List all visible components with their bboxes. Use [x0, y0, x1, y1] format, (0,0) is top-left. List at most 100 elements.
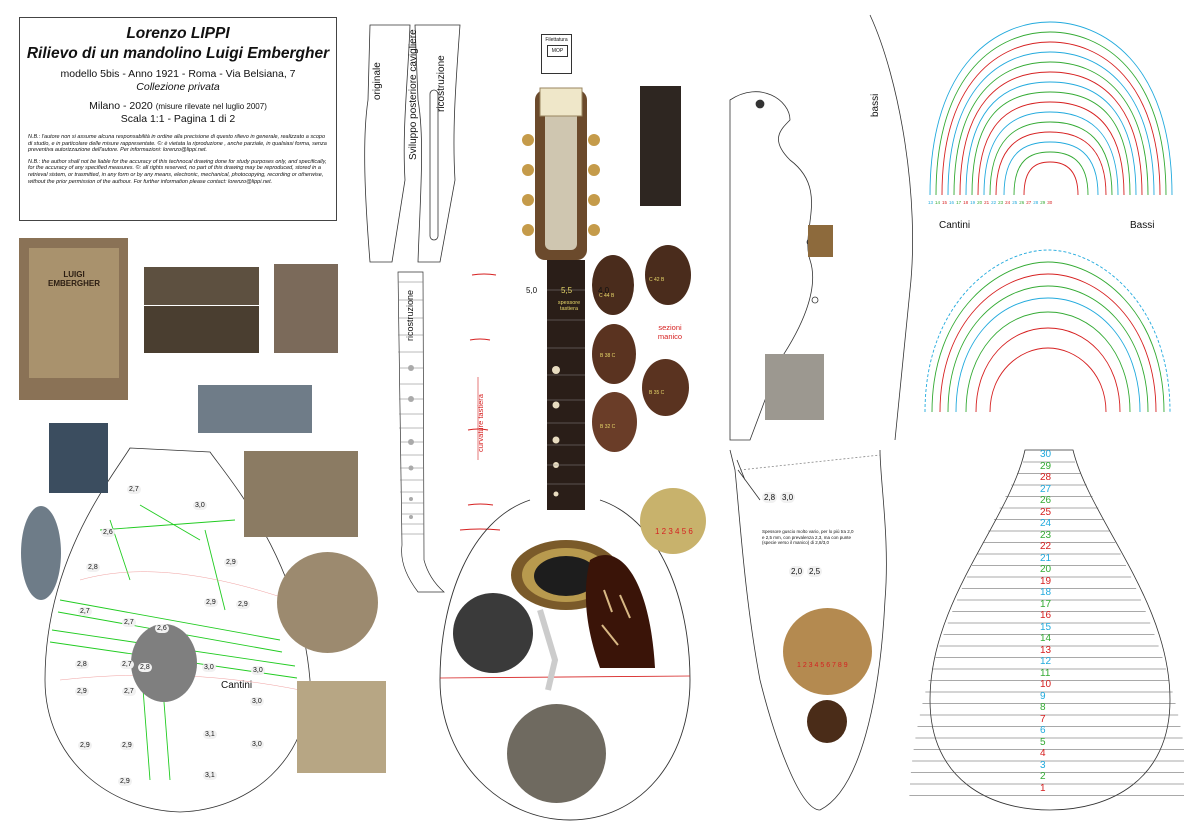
rib-number: 24 — [1040, 518, 1052, 529]
rib-number: 10 — [1040, 679, 1052, 690]
label-photo-text: LUIGI EMBERGHER — [47, 270, 100, 288]
bowl-side-profile — [729, 449, 887, 811]
label-detail-photo — [765, 354, 824, 420]
label-sezioni-manico: sezioni manico — [657, 323, 683, 341]
rib-curves-top — [929, 21, 1173, 196]
tuners-photo — [640, 86, 681, 206]
bridge-photo-bottom — [144, 306, 259, 353]
side-thickness-b: 3,0 — [780, 492, 796, 503]
title-block: Lorenzo LIPPI Rilievo di un mandolino Lu… — [19, 17, 337, 221]
thickness-value: 2,7 — [127, 485, 141, 494]
thickness-value: 2,7 — [122, 687, 136, 696]
rib-number: 22 — [1040, 541, 1052, 552]
label-ricostruzione-top: ricostruzione — [436, 55, 447, 112]
thickness-value: 2,9 — [224, 558, 238, 567]
tailpiece-photo — [274, 264, 338, 353]
interior-photo-3 — [244, 451, 358, 537]
curve-legend-item: 15 — [942, 200, 948, 205]
curve-legend-item: 27 — [1026, 200, 1032, 205]
label-ricostruzione-fret: ricostruzione — [405, 289, 415, 341]
rib-number: 28 — [1040, 472, 1052, 483]
rib-number: 30 — [1040, 449, 1052, 460]
rib-number: 1 — [1040, 782, 1046, 794]
neck-thickness-left: 5,0 — [526, 286, 538, 295]
label-spessore-tastiera: spessore tastiera — [557, 300, 581, 312]
pegbox-detail-photo — [808, 225, 833, 257]
label-sviluppo: Sviluppo posteriore cavigliere — [408, 29, 419, 160]
rib-number: 20 — [1040, 564, 1052, 575]
bowl-ribs-view — [909, 449, 1184, 811]
mop-label: MOP — [547, 45, 568, 57]
fretboard-reconstruction — [397, 271, 445, 593]
thickness-value: 2,6 — [101, 528, 115, 537]
rib-number: 29 — [1040, 460, 1052, 472]
thickness-value: 3,0 — [202, 663, 216, 672]
curve-legend-item: 13 — [928, 200, 934, 205]
thickness-value: 2,9 — [120, 741, 134, 750]
rib-number: 12 — [1040, 656, 1052, 667]
mandolin-front-neck — [511, 87, 655, 691]
thickness-value: 3,1 — [203, 771, 217, 780]
bridge-closeup-photo — [453, 593, 533, 673]
thickness-value: 2,8 — [138, 663, 152, 672]
curve-legend-item: 26 — [1019, 200, 1025, 205]
side-thickness-d: 2,5 — [807, 566, 823, 577]
label-originale: originale — [372, 62, 383, 100]
curve-legend-item: 17 — [956, 200, 962, 205]
thickness-value: 2,7 — [122, 618, 136, 627]
rib-number: 6 — [1040, 725, 1046, 736]
bridge-photo-top — [144, 267, 259, 305]
mandolin-front-outline — [439, 499, 691, 821]
side-thickness-c: 2,0 — [789, 566, 805, 577]
label-bassi-vertical: bassi — [870, 93, 881, 117]
curve-legend-item: 18 — [963, 200, 969, 205]
thickness-value: 3,0 — [250, 740, 264, 749]
pegbox-side-view — [729, 14, 914, 441]
rib-number: 14 — [1040, 633, 1052, 644]
thickness-value: 3,0 — [251, 666, 265, 675]
rib-number: 23 — [1040, 529, 1052, 541]
shell-thickness-note: Spessore guscio molto vario, per lo più … — [762, 529, 854, 545]
headstock-reconstruction-outline — [414, 24, 461, 263]
bowl-hole-photo — [807, 700, 847, 743]
collection-line: Collezione privata — [136, 81, 220, 93]
measured-note: (misure rilevate nel luglio 2007) — [155, 102, 267, 111]
bowl-ruler-photo — [783, 608, 872, 695]
rib-number: 5 — [1040, 736, 1046, 748]
curve-legend-item: 25 — [1012, 200, 1018, 205]
rib-number: 17 — [1040, 598, 1052, 610]
rib-number: 15 — [1040, 621, 1052, 633]
section-reading: C 42 B — [649, 277, 665, 283]
curve-legend-item: 22 — [991, 200, 997, 205]
label-cantini-right: Cantini — [939, 220, 971, 231]
neck-section-photo-5 — [592, 392, 637, 452]
curve-legend-item: 29 — [1040, 200, 1046, 205]
side-thickness-a: 2,8 — [762, 492, 778, 503]
rib-number: 16 — [1040, 610, 1052, 621]
rib-number: 7 — [1040, 713, 1046, 725]
filettatura-label: Filettatura — [545, 37, 568, 43]
rib-number: 8 — [1040, 702, 1046, 713]
curve-legend-item: 30 — [1047, 200, 1053, 205]
curve-legend-item: 21 — [984, 200, 990, 205]
scale-page: Scala 1:1 - Pagina 1 di 2 — [120, 113, 236, 125]
neck-section-photo-1 — [592, 255, 634, 315]
author-name: Lorenzo LIPPI — [126, 25, 230, 42]
rib-number: 13 — [1040, 644, 1052, 656]
rib-number: 21 — [1040, 552, 1052, 564]
interior-photo-1 — [198, 385, 312, 433]
rib-number: 3 — [1040, 759, 1046, 771]
fret-ruler-photo — [640, 488, 706, 554]
neck-thickness-right: 4,0 — [598, 286, 610, 295]
interior-photo-5 — [297, 681, 386, 773]
section-reading: C 44 B — [599, 293, 615, 299]
model-line: modello 5bis - Anno 1921 - Roma - Via Be… — [60, 68, 296, 80]
disclaimer-en: N.B.: the author shall not be liable for… — [28, 158, 327, 185]
curve-legend-item: 20 — [977, 200, 983, 205]
fretboard-curvature-lines — [459, 273, 501, 531]
thickness-value: 2,9 — [204, 598, 218, 607]
rib-number: 27 — [1040, 483, 1052, 495]
thickness-value: 2,7 — [78, 607, 92, 616]
rib-number: 11 — [1040, 667, 1051, 679]
